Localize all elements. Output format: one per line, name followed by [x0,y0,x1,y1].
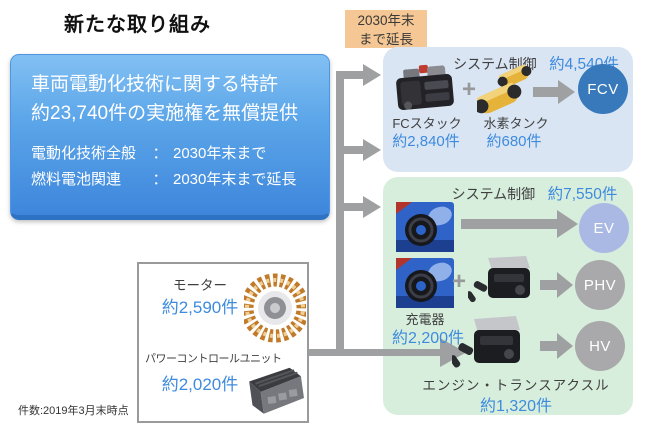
charger-label: 充電器 [405,312,445,327]
motor-count: 約2,590件 [161,298,239,317]
engine-transaxle-image-phv [468,256,530,303]
phv-circle-label: PHV [583,276,617,294]
extension-callout: 2030年末 まで延長 [345,10,427,48]
term-label: 電動化技術全般 [31,145,137,162]
charge-port-image-phv [396,258,454,308]
pcu-count: 約2,020件 [161,375,239,394]
engine-transaxle-label: エンジン・トランスアクスル [422,378,610,393]
component-box: モーター 約2,590件 パワーコントロールユニット 約2,020件 [137,262,309,423]
ev-panel-header: システム制御 約7,550件 [426,182,643,204]
charger-count: 約2,200件 [391,330,465,347]
main-box-line2: 約23,740件の実施権を無償提供 [31,103,299,124]
system-control-label: システム制御 [453,56,537,72]
plus-sign-phv: + [452,268,467,295]
phv-circle: PHV [575,260,625,310]
main-box-terms: 電動化技術全般 ： 2030年末まで 燃料電池関連 ： 2030年末まで延長 [31,141,319,193]
pcu-label: パワーコントロールユニット [145,353,282,365]
hydrogen-tank-image [477,64,532,114]
fc-stack-label: FCスタック [392,116,462,131]
hv-circle: HV [575,321,625,371]
term-label: 燃料電池関連 [31,171,122,188]
fcv-circle: FCV [578,64,628,114]
engine-transaxle-count: 約1,320件 [479,398,553,415]
page-title: 新たな取り組み [64,14,211,36]
main-announcement-box: 車両電動化技術に関する特許 約23,740件の実施権を無償提供 電動化技術全般 … [10,54,330,220]
trunk-line [336,71,344,356]
term-row-general: 電動化技術全般 ： 2030年末まで [31,141,319,167]
system-control-label: システム制御 [451,186,536,202]
hydrogen-tank-label: 水素タンク [483,116,549,131]
fc-stack-image [396,64,454,110]
term-separator: ： [152,145,168,162]
footnote: 件数:2019年3月末時点 [18,405,129,417]
plus-sign-fcv: + [462,76,477,103]
callout-line2: まで延長 [359,32,413,47]
main-box-line1: 車両電動化技術に関する特許 [31,74,279,95]
term-value: 2030年末まで [173,145,267,162]
ev-circle-label: EV [593,219,615,237]
engine-transaxle-image-hv [452,316,520,368]
fc-stack-count: 約2,840件 [392,133,460,150]
term-separator: ： [152,171,168,188]
charge-port-image-ev [396,202,454,252]
power-control-unit-image [249,367,304,414]
hydrogen-tank-count: 約680件 [486,133,542,150]
ev-circle: EV [579,203,629,253]
term-value: 2030年末まで延長 [173,171,297,188]
system-control-count: 約7,550件 [547,186,618,203]
hv-circle-label: HV [589,337,611,355]
callout-line1: 2030年末 [357,13,415,28]
fcv-circle-label: FCV [587,80,619,98]
motor-image [244,273,306,343]
term-row-fuelcell: 燃料電池関連 ： 2030年末まで延長 [31,167,319,193]
motor-label: モーター [173,278,227,293]
